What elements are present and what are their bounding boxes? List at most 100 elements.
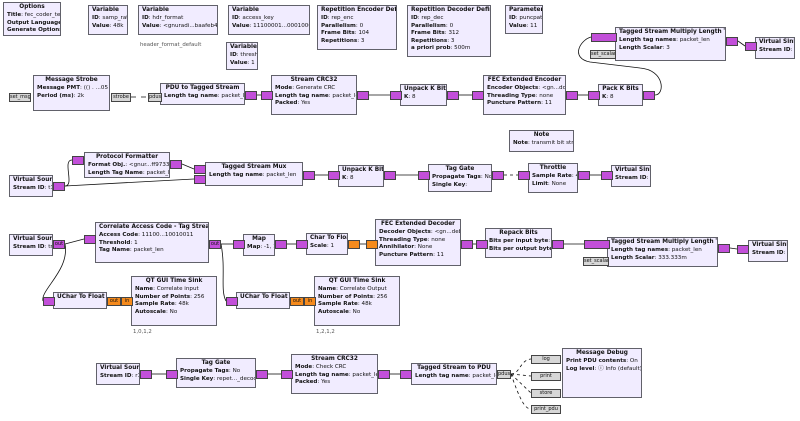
port-set-scalar[interactable]: set_scalar (583, 257, 609, 266)
port[interactable] (378, 370, 390, 379)
port[interactable] (281, 370, 293, 379)
port-pdus-out[interactable]: pdus (497, 370, 511, 379)
port-strobe[interactable]: strobe (111, 93, 131, 102)
port[interactable] (400, 370, 412, 379)
port[interactable] (578, 171, 590, 180)
port[interactable] (140, 370, 152, 379)
port-out[interactable]: out (290, 297, 304, 306)
port[interactable] (296, 240, 308, 249)
port-print[interactable]: print (531, 372, 561, 381)
port[interactable] (588, 91, 600, 100)
block-vsrc-r1[interactable]: Virtual SourceStream ID: r1 (96, 363, 140, 385)
port-log[interactable]: log (531, 355, 561, 364)
block-rep-enc[interactable]: Repetition Encoder DefinitionID: rep_enc… (317, 5, 397, 50)
port[interactable] (366, 240, 378, 249)
port[interactable] (226, 297, 238, 306)
block-rep-dec[interactable]: Repetition Decoder DefinitionID: rep_dec… (407, 5, 491, 57)
port[interactable] (461, 240, 473, 249)
port[interactable] (591, 33, 617, 42)
port[interactable] (737, 245, 749, 254)
port[interactable] (492, 171, 504, 180)
port[interactable] (566, 91, 578, 100)
port-out[interactable]: out (53, 240, 65, 249)
port[interactable] (261, 91, 273, 100)
port[interactable] (552, 240, 564, 249)
port[interactable] (233, 240, 245, 249)
port-in[interactable]: in (304, 297, 316, 306)
port[interactable] (72, 156, 84, 165)
port[interactable] (303, 171, 315, 180)
port[interactable] (584, 240, 610, 249)
port[interactable] (348, 240, 360, 249)
port[interactable] (476, 240, 488, 249)
block-uchar-float2[interactable]: UChar To Float (236, 292, 290, 309)
port[interactable] (472, 91, 484, 100)
port[interactable] (726, 37, 738, 46)
port-store[interactable]: store (531, 389, 561, 398)
port-out[interactable]: out (107, 297, 121, 306)
block-char-float[interactable]: Char To FloatScale: 1 (306, 233, 348, 255)
port[interactable] (194, 165, 206, 174)
port[interactable] (601, 171, 613, 180)
port-set-scalar[interactable]: set_scalar (590, 50, 616, 59)
block-vsrc-t1[interactable]: Virtual SourceStream ID: t1 (9, 175, 53, 197)
port[interactable] (447, 91, 459, 100)
port-out[interactable]: out (209, 240, 221, 249)
port-set-msg[interactable]: set_msg (9, 93, 31, 102)
port[interactable] (53, 182, 65, 191)
port-in[interactable]: in (121, 297, 133, 306)
port[interactable] (357, 91, 369, 100)
port[interactable] (84, 235, 96, 244)
port[interactable] (43, 297, 55, 306)
block-vsrc-tr[interactable]: Virtual SourceStream ID: tr (9, 234, 53, 256)
port[interactable] (166, 370, 178, 379)
port[interactable] (328, 171, 340, 180)
port[interactable] (418, 171, 430, 180)
port[interactable] (245, 91, 257, 100)
port[interactable] (518, 171, 530, 180)
port[interactable] (643, 91, 655, 100)
port[interactable] (390, 91, 402, 100)
port[interactable] (745, 42, 757, 51)
port[interactable] (718, 244, 730, 253)
port-print-pdu[interactable]: print_pdu (531, 405, 561, 414)
block-uchar-float1[interactable]: UChar To Float (53, 292, 107, 309)
port[interactable] (256, 370, 268, 379)
port-pdus-in[interactable]: pdus (148, 93, 162, 102)
port[interactable] (384, 171, 396, 180)
port[interactable] (275, 240, 287, 249)
